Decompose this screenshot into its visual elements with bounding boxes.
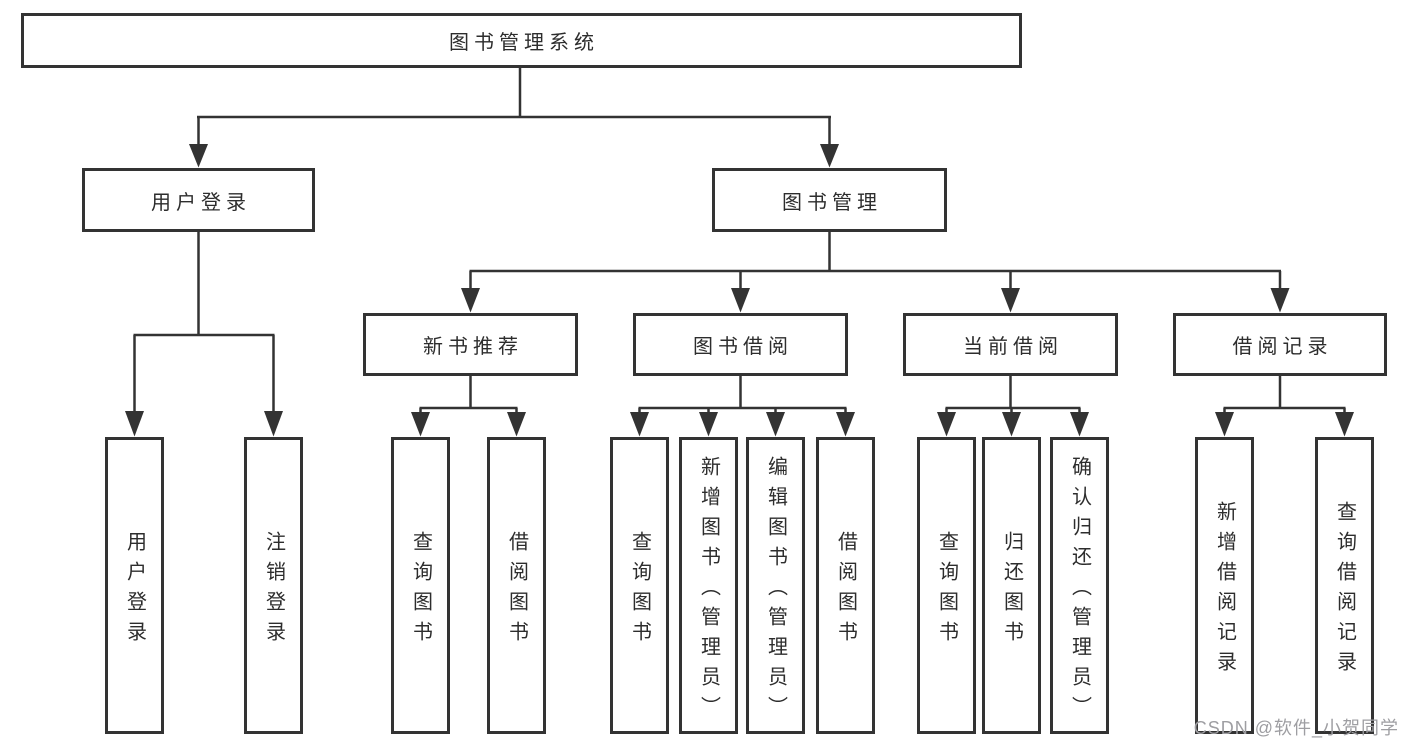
node-label: 借阅记录 xyxy=(1232,336,1333,358)
node-leaf-query-books-borrowing: 查询图书 xyxy=(610,437,669,734)
node-user-login: 用户登录 xyxy=(82,168,315,232)
node-label: 查询图书 xyxy=(935,530,958,651)
node-label: 查询借阅记录 xyxy=(1333,500,1356,681)
node-leaf-logout-login: 注销登录 xyxy=(244,437,303,734)
node-label: 新增借阅记录 xyxy=(1213,500,1236,681)
node-leaf-return-books: 归还图书 xyxy=(982,437,1041,734)
node-leaf-confirm-return-admin: 确认归还（管理员） xyxy=(1050,437,1109,734)
node-current-borrowing: 当前借阅 xyxy=(903,313,1118,376)
node-leaf-add-books-admin: 新增图书（管理员） xyxy=(679,437,738,734)
node-label: 借阅图书 xyxy=(505,530,528,651)
node-leaf-borrow-books-recommend: 借阅图书 xyxy=(487,437,546,734)
node-new-book-recommend: 新书推荐 xyxy=(363,313,578,376)
node-leaf-query-books-current: 查询图书 xyxy=(917,437,976,734)
node-label: 借阅图书 xyxy=(834,530,857,651)
node-label: 新书推荐 xyxy=(423,336,523,358)
node-label: 用户登录 xyxy=(123,530,146,651)
node-label: 查询图书 xyxy=(409,530,432,651)
node-label: 确认归还（管理员） xyxy=(1068,455,1091,726)
node-leaf-user-login: 用户登录 xyxy=(105,437,164,734)
node-label: 图书管理系统 xyxy=(449,32,599,54)
node-label: 图书借阅 xyxy=(693,336,793,358)
node-label: 编辑图书（管理员） xyxy=(764,455,787,726)
node-leaf-query-borrow-record: 查询借阅记录 xyxy=(1315,437,1374,734)
node-label: 新增图书（管理员） xyxy=(697,455,720,726)
node-label: 查询图书 xyxy=(628,530,651,651)
node-label: 用户登录 xyxy=(151,191,251,214)
node-borrowing-records: 借阅记录 xyxy=(1173,313,1387,376)
node-leaf-query-books-recommend: 查询图书 xyxy=(391,437,450,734)
node-label: 图书管理 xyxy=(782,191,882,214)
node-root-system: 图书管理系统 xyxy=(21,13,1022,68)
node-label: 当前借阅 xyxy=(963,336,1063,358)
node-leaf-edit-books-admin: 编辑图书（管理员） xyxy=(746,437,805,734)
node-leaf-add-borrow-record: 新增借阅记录 xyxy=(1195,437,1254,734)
node-label: 归还图书 xyxy=(1000,530,1023,651)
node-book-management: 图书管理 xyxy=(712,168,947,232)
watermark: CSDN @软件_小贺同学 xyxy=(1193,718,1399,738)
node-leaf-borrow-books: 借阅图书 xyxy=(816,437,875,734)
node-label: 注销登录 xyxy=(262,530,285,651)
node-book-borrowing: 图书借阅 xyxy=(633,313,848,376)
